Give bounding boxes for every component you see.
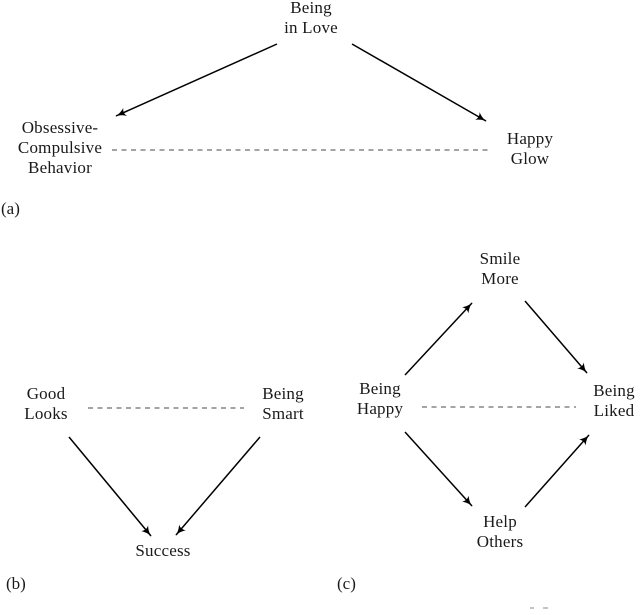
edge-b-being-smart-to-success xyxy=(175,436,261,536)
cropped-text-remnant xyxy=(543,607,548,609)
node-good-looks: Good Looks xyxy=(24,384,68,423)
edge-c-smile-more-to-being-liked xyxy=(524,300,588,374)
panel-label-b: (b) xyxy=(6,574,26,593)
node-being-in-love: Being in Love xyxy=(284,0,338,37)
edge-a-being-in-love-to-happy-glow xyxy=(351,43,487,122)
edge-c-being-happy-to-help-others xyxy=(404,431,473,507)
node-happy-glow: Happy Glow xyxy=(506,129,554,168)
cropped-text-remnant xyxy=(530,607,534,609)
edge-a-being-in-love-to-obsessive xyxy=(115,43,278,117)
edge-c-help-others-to-being-liked xyxy=(524,434,590,508)
node-being-liked: Being Liked xyxy=(593,381,635,420)
edge-c-being-happy-to-smile-more xyxy=(404,302,473,376)
panel-label-a: (a) xyxy=(1,199,20,218)
panel-label-c: (c) xyxy=(337,574,356,593)
node-being-smart: Being Smart xyxy=(262,384,304,423)
node-being-happy: Being Happy xyxy=(356,379,404,418)
node-obsessive-compulsive-behavior: Obsessive- Compulsive Behavior xyxy=(17,118,103,177)
edge-b-good-looks-to-success xyxy=(68,436,152,537)
node-success: Success xyxy=(135,541,191,560)
node-smile-more: Smile More xyxy=(479,249,521,288)
node-help-others: Help Others xyxy=(476,512,524,551)
